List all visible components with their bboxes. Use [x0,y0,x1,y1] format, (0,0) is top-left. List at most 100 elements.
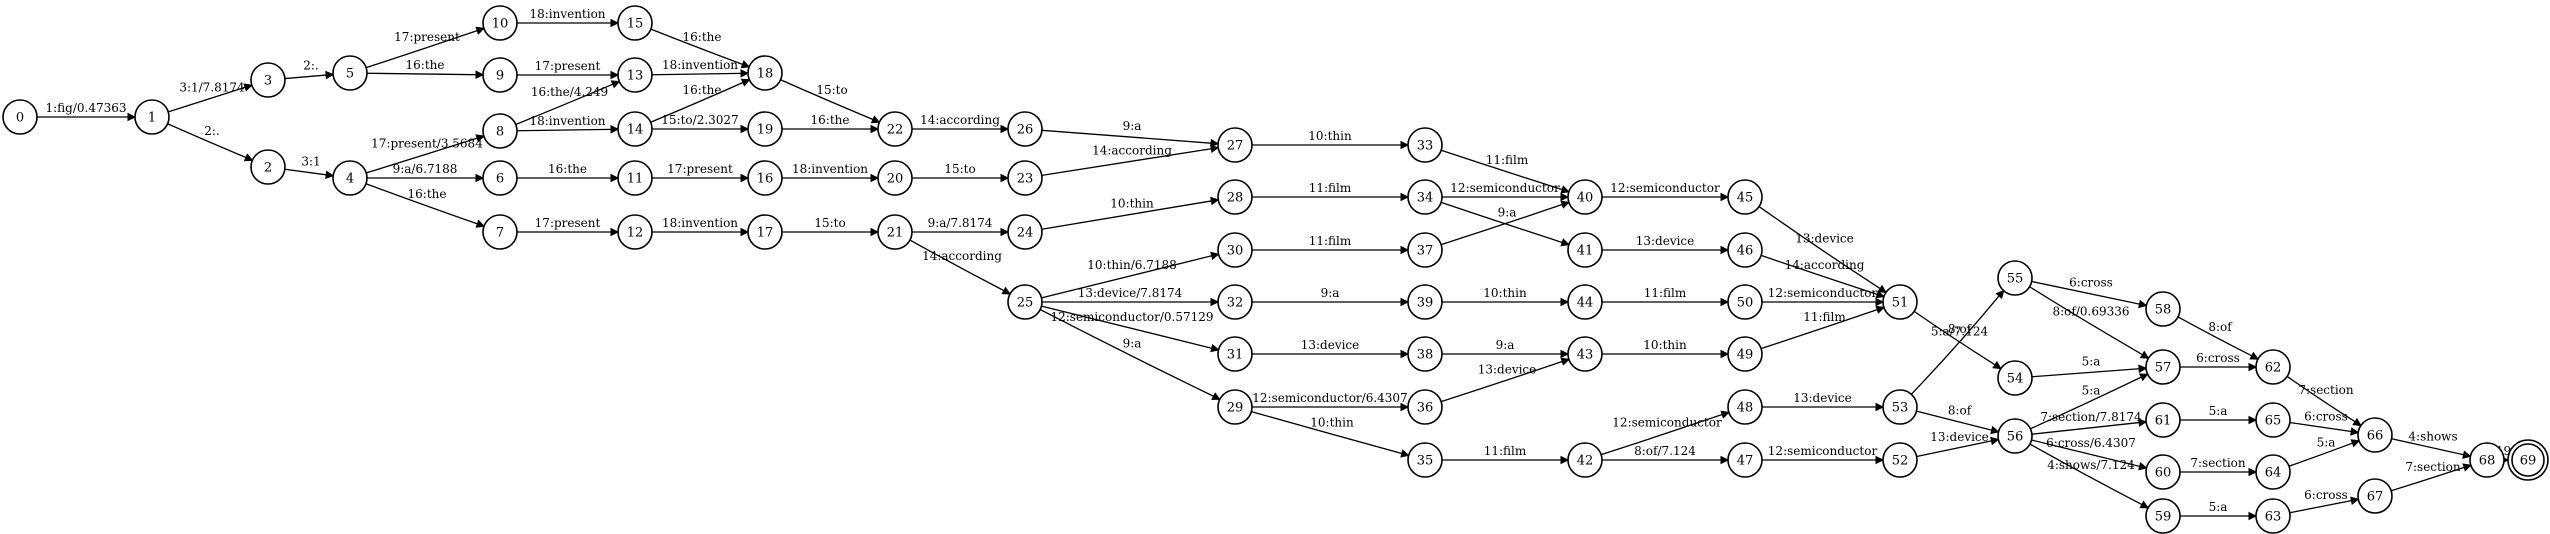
transition-3-5: 2:. [284,59,335,80]
transition-label: 15:to [944,162,975,176]
arrowhead [1560,297,1570,307]
arrowhead [243,83,253,92]
transition-14-18: 16:the [650,78,751,123]
state-label: 69 [2520,454,2537,469]
state-circle [877,111,913,147]
transition-label: 13:device/7.8174 [1078,286,1183,300]
transition-52-56: 13:device [1916,430,2000,458]
transition-label: 6:cross/6.4307 [2046,436,2136,450]
state-label: 18 [757,67,774,82]
arrowhead [2350,439,2361,448]
state-15: 15 [617,5,653,41]
transition-arrow [1041,200,1212,230]
transition-66-68: 4:shows [2391,430,2472,459]
arrowhead [1210,251,1220,261]
state-circle [250,62,286,98]
state-29: 29 [1217,389,1253,425]
state-0: 0 [2,99,38,135]
state-label: 26 [1017,123,1034,138]
transition-arrow [1041,129,1212,144]
state-circle [1567,179,1603,215]
transition-22-26: 14:according [911,113,1010,134]
state-label: 7 [496,226,504,241]
transition-56-61: 7:section/7.8174 [2031,410,2148,435]
state-circle [2145,291,2181,327]
state-11: 11 [617,160,653,196]
transition-34-41 [1440,201,1570,247]
state-58: 58 [2145,291,2181,327]
transition-label: 14:according [920,113,1000,127]
transition-arrow [2030,376,2142,430]
transition-label: 16:the [548,162,587,176]
transition-label: 15:to/2.3027 [661,113,738,127]
state-label: 15 [627,17,644,32]
state-circle [332,160,368,196]
state-26: 26 [1007,111,1043,147]
arrowhead [1995,289,2005,300]
transition-arrow [780,79,874,121]
transition-28-34: 11:film [1252,181,1410,202]
transition-label: 5:a [2209,404,2228,418]
state-circle [1997,360,2033,396]
transition-15-18: 16:the [650,28,751,69]
transition-64-66: 5:a [2288,436,2361,467]
state-circle [1997,260,2033,296]
arrowhead [475,219,486,228]
transition-label: 8:of [1948,322,1973,336]
arrowhead [870,115,881,124]
state-label: 21 [887,226,904,241]
transition-arrow [515,83,614,126]
arrowhead [243,153,254,162]
transition-14-19: 15:to/2.3027 [651,113,750,134]
arrowhead [1000,227,1010,237]
state-20: 20 [877,160,913,196]
state-label: 58 [2155,303,2172,318]
state-label: 1 [148,111,156,126]
transition-2-4: 3:1 [284,155,335,180]
state-circle [1407,442,1443,478]
state-label: 31 [1227,348,1244,363]
transition-label: 12:semiconductor [1610,181,1720,195]
state-57: 57 [2145,349,2181,385]
transition-label: 16:the [811,113,850,127]
state-52: 52 [1882,442,1918,478]
transition-arrow [1041,148,1212,177]
transition-12-17: 18:invention [651,216,750,237]
state-66: 66 [2357,417,2393,453]
transition-57-62: 6:cross [2180,351,2258,372]
transition-label: 12:semiconductor [1612,416,1722,430]
transition-arrow [1440,203,1563,246]
state-circle [1407,127,1443,163]
transition-label: 1:fig/0.47363 [45,101,126,115]
transition-58-62: 8:of [2177,316,2259,360]
transition-arrow [1440,149,1563,191]
arrowhead [1720,410,1730,419]
arrowhead [325,170,335,180]
transition-arrow [2031,280,2140,305]
arrowhead [1400,245,1410,255]
transition-label: 9:a [1123,337,1142,351]
transition-arrow [366,72,477,76]
transition-label: 11:film [1309,234,1352,248]
transition-label: 18:invention [662,58,738,72]
transition-4-6: 9:a/6.7188 [367,162,485,183]
state-label: 37 [1417,244,1434,259]
state-circle [1407,179,1443,215]
state-48: 48 [1727,389,1763,425]
state-circle [877,160,913,196]
transition-65-66: 6:cross [2289,410,2360,436]
transition-25-31: 12:semiconductor/0.57129 [1041,305,1220,353]
state-8: 8 [482,113,518,149]
transition-label: 11:film [1486,153,1529,167]
transition-arrow [909,239,1005,292]
state-circle [1567,284,1603,320]
state-circle [617,214,653,250]
arrowhead [1720,245,1730,255]
transition-arrow [2288,442,2353,467]
transition-label: 11:film [1644,286,1687,300]
state-27: 27 [1217,127,1253,163]
state-36: 36 [1407,389,1443,425]
transition-arrow [1916,410,1992,431]
transition-60-64: 7:section [2180,456,2258,477]
state-label: 53 [1892,401,1909,416]
